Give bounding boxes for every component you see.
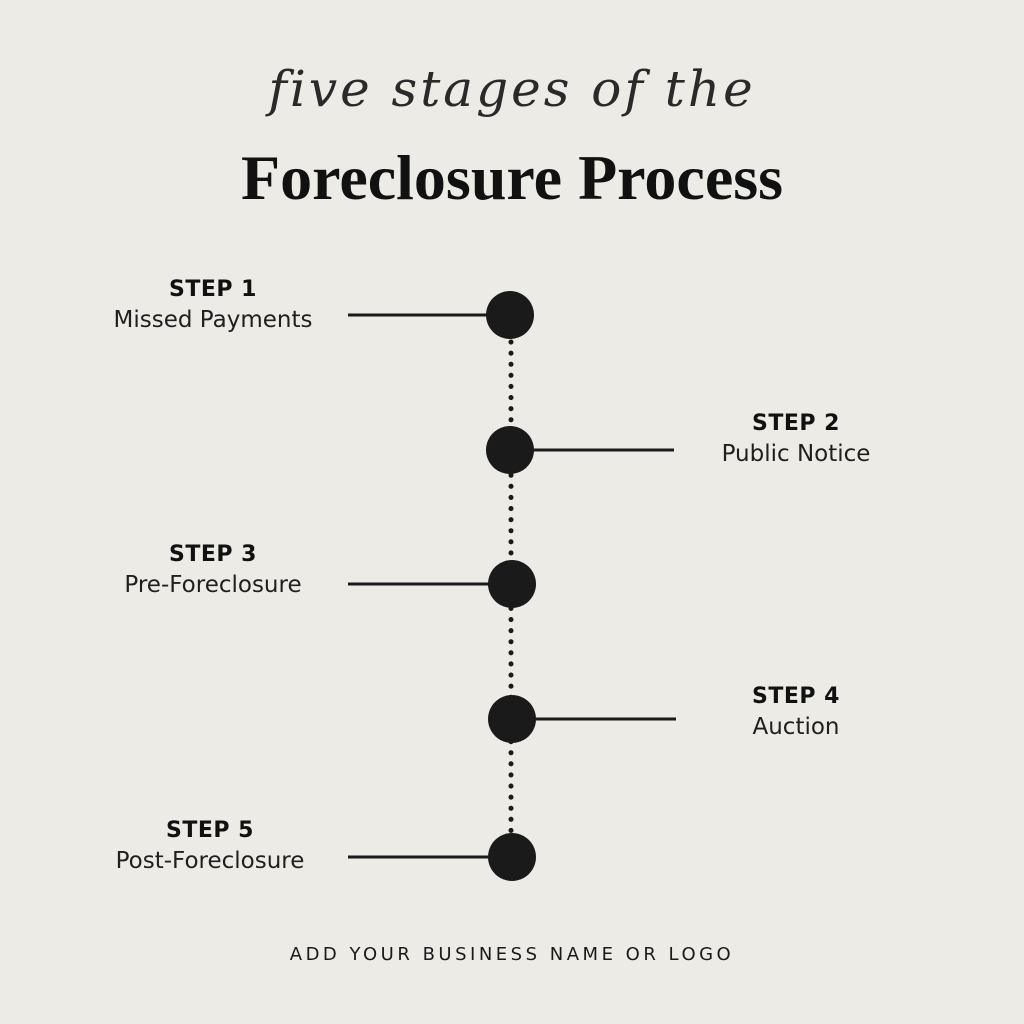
step-name: Auction [752,714,840,741]
step-name: Pre-Foreclosure [124,572,302,599]
step-number: STEP 1 [169,277,257,302]
script-subtitle: five stages of the [268,60,756,118]
page-title: Foreclosure Process [240,142,784,213]
step-number: STEP 3 [169,542,257,567]
step-5-label: STEP 5 Post-Foreclosure [116,818,305,876]
step-name: Public Notice [721,441,871,468]
step-name: Missed Payments [113,307,313,334]
step-4-label: STEP 4 Auction [752,684,840,742]
step-4-node [488,695,536,743]
business-name-placeholder: ADD YOUR BUSINESS NAME OR LOGO [289,944,735,965]
step-3-node [488,560,536,608]
step-name: Post-Foreclosure [115,848,305,875]
step-1-label: STEP 1 Missed Payments [114,277,313,335]
step-number: STEP 4 [752,684,840,709]
step-2-label: STEP 2 Public Notice [722,411,871,469]
step-number: STEP 5 [166,818,254,843]
step-number: STEP 2 [752,411,840,436]
step-1-node [486,291,534,339]
step-5-node [488,833,536,881]
step-3-label: STEP 3 Pre-Foreclosure [124,542,301,600]
step-2-node [486,426,534,474]
